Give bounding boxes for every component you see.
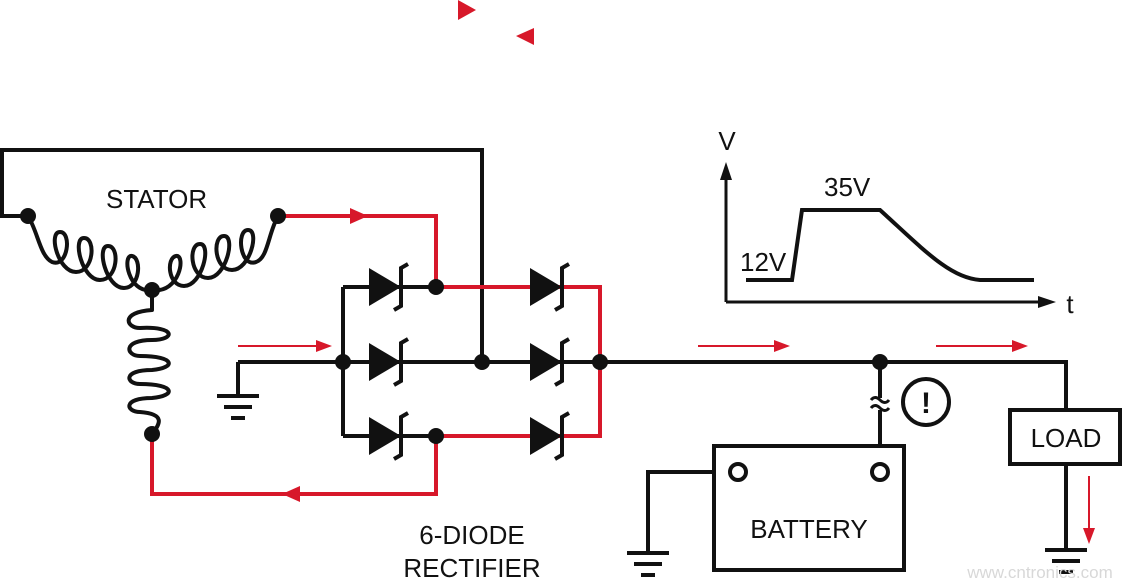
ground-symbol-load [1045,548,1087,574]
watermark: www.cntronics.com [966,563,1112,582]
graph-35v-label: 35V [824,172,871,202]
rectifier-label-line2: RECTIFIER [403,553,540,583]
graph-v-label: V [718,126,736,156]
diode-3 [367,411,410,461]
junction-dots [20,208,888,444]
rectifier-label-line1: 6-DIODE [419,520,524,550]
graph-x-arrow [1038,296,1056,308]
battery-terminal-negative [728,462,748,482]
diode-4 [528,262,571,312]
current-arrow-top [350,208,368,224]
ground-symbol-left [217,394,259,420]
graph-y-arrow [720,162,732,180]
wire-break-mark [869,396,891,412]
warning-icon [901,377,951,427]
current-arrow-bottom [282,486,300,502]
battery-label: BATTERY [750,514,868,544]
battery-terminal-positive [870,462,890,482]
stator-label: STATOR [106,184,207,214]
warning-mark: ! [921,387,931,420]
voltage-graph [720,162,1056,308]
graph-t-label: t [1066,289,1074,319]
diode-1 [367,262,410,312]
ground-symbol-battery [627,551,669,577]
graph-12v-label: 12V [740,247,787,277]
diode-5 [528,337,571,387]
stator-coils [26,214,280,436]
load-box [1008,408,1122,466]
legend-arrow-left [516,28,534,45]
graph-voltage-curve [746,208,1034,282]
diode-6 [528,411,571,461]
load-label: LOAD [1031,423,1102,453]
legend-arrow-right [458,0,476,20]
flow-arrows [238,340,1095,544]
diode-2 [367,337,410,387]
